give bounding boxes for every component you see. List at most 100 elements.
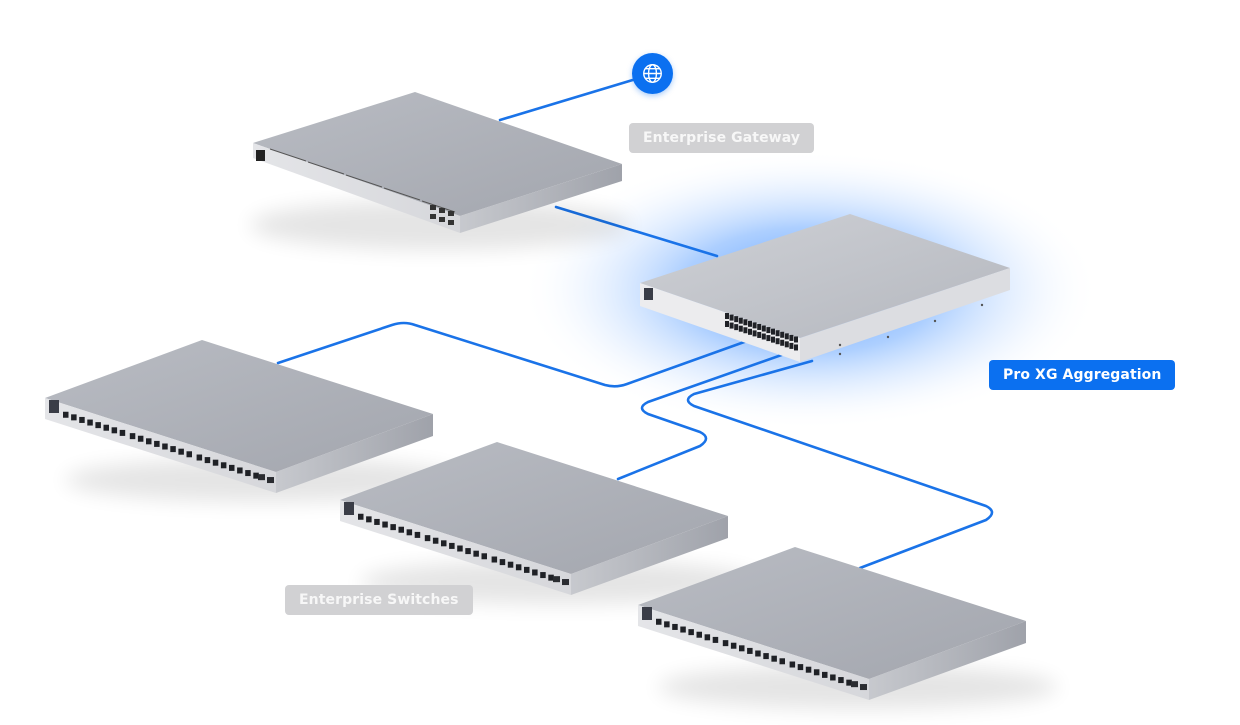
ethernet-port <box>358 513 364 520</box>
internet-node[interactable] <box>632 53 673 94</box>
ethernet-port <box>237 467 243 474</box>
ethernet-port <box>229 464 235 471</box>
sfp-port <box>752 330 757 337</box>
gateway-device[interactable] <box>250 92 630 250</box>
ethernet-port <box>548 574 554 581</box>
sfp-port <box>729 322 734 329</box>
ethernet-port <box>499 559 506 566</box>
ethernet-port <box>747 647 753 654</box>
ethernet-port <box>838 677 844 684</box>
sfp-port <box>775 330 780 337</box>
sfp-port <box>743 319 748 326</box>
cable-internet-gateway <box>498 77 638 122</box>
ethernet-port <box>532 569 538 576</box>
sfp-port <box>794 336 798 343</box>
sfp-port <box>748 328 752 335</box>
sfp-port <box>757 331 762 338</box>
ethernet-port <box>465 548 471 555</box>
sfp-port <box>757 323 762 330</box>
ethernet-port <box>524 566 530 573</box>
ethernet-port <box>178 448 184 455</box>
ethernet-port <box>739 645 745 652</box>
sfp-port <box>766 335 771 342</box>
sfp-port <box>752 322 757 329</box>
switch-ports <box>656 618 867 691</box>
cable-aggregation-switch-3 <box>686 359 994 570</box>
sfp-port <box>743 327 748 334</box>
ethernet-port <box>162 443 168 450</box>
ethernet-port <box>507 561 514 568</box>
ethernet-port <box>382 521 388 528</box>
ethernet-port <box>432 537 439 544</box>
ethernet-port <box>170 446 176 453</box>
sfp-port <box>553 576 560 583</box>
cable-aggregation-switch-2 <box>616 350 792 481</box>
sfp-port <box>748 320 752 327</box>
sfp-port <box>761 325 766 332</box>
ethernet-port <box>63 411 69 418</box>
gateway-power-socket <box>256 150 265 161</box>
ethernet-port <box>491 556 498 563</box>
aggregation-label: Pro XG Aggregation <box>989 360 1176 390</box>
switch-device-2[interactable] <box>340 442 760 604</box>
ethernet-port <box>129 433 136 440</box>
ethernet-port <box>688 629 694 636</box>
ethernet-port <box>672 623 678 630</box>
sfp-port <box>734 316 739 323</box>
sfp-port <box>761 333 766 340</box>
ethernet-port <box>449 542 455 549</box>
ethernet-port <box>103 424 109 431</box>
ethernet-port <box>398 526 404 533</box>
switch-ports <box>63 411 274 484</box>
ethernet-port <box>366 516 372 523</box>
sfp-port <box>267 477 274 484</box>
sfp-port <box>725 321 729 327</box>
switch-device-1[interactable] <box>45 340 465 502</box>
ethernet-port <box>137 435 144 442</box>
ethernet-port <box>730 642 737 649</box>
sfp-port <box>780 339 785 346</box>
ethernet-port <box>755 650 761 657</box>
sfp-port <box>784 341 789 348</box>
aggregation-device[interactable] <box>640 214 1010 362</box>
sfp-port <box>734 324 739 331</box>
ethernet-port <box>119 429 126 436</box>
ethernet-port <box>71 414 77 421</box>
ethernet-port <box>111 427 118 434</box>
sfp-port <box>738 325 743 332</box>
ethernet-port <box>763 653 769 660</box>
switch-ports <box>358 513 569 586</box>
sfp-port <box>794 344 798 351</box>
ethernet-port <box>212 459 219 466</box>
sfp-port <box>729 314 734 321</box>
ethernet-port <box>680 626 686 633</box>
ethernet-port <box>664 621 670 628</box>
switch-console-panel <box>344 502 354 515</box>
sfp-port <box>775 338 780 345</box>
sfp-port <box>789 342 794 349</box>
ethernet-port <box>95 422 101 429</box>
ethernet-port <box>220 462 227 469</box>
ethernet-port <box>846 679 852 686</box>
ethernet-port <box>245 470 251 477</box>
ethernet-port <box>196 454 203 461</box>
sfp-port <box>725 313 729 319</box>
ethernet-port <box>146 438 152 445</box>
gateway-vent-lines <box>269 148 456 213</box>
sfp-port <box>780 331 785 338</box>
ethernet-port <box>540 572 546 579</box>
switch-device-3[interactable] <box>638 547 1058 709</box>
ethernet-port <box>722 640 729 647</box>
sfp-port <box>860 684 867 691</box>
ethernet-port <box>789 661 796 668</box>
aggregation-console-panel <box>644 288 653 300</box>
sfp-port <box>562 579 569 586</box>
sfp-port <box>771 336 775 343</box>
sfp-port <box>771 328 775 335</box>
ethernet-port <box>805 666 812 673</box>
ethernet-port <box>253 472 259 479</box>
sfp-port <box>789 334 794 341</box>
sfp-port <box>784 333 789 340</box>
sfp-port <box>258 474 265 481</box>
